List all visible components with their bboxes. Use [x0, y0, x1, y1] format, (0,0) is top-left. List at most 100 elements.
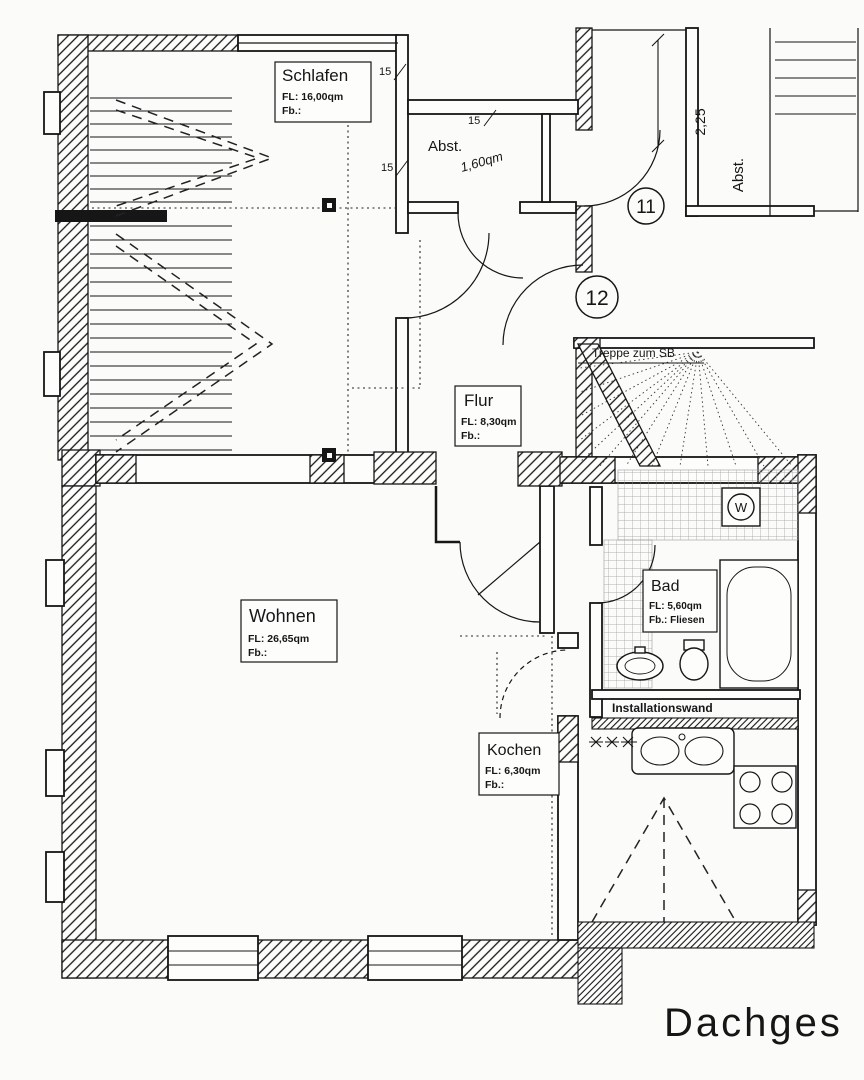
unit-circle: [575, 275, 619, 319]
washing-machine-label: W: [735, 500, 748, 515]
room-floor: Fb.:: [282, 105, 301, 117]
label-box: [240, 599, 338, 663]
room-area: FL: 8,30qm: [461, 416, 516, 428]
bathtub-outer: [719, 559, 799, 689]
room-floor: Fb.:: [461, 430, 480, 442]
window-mullion-lines: [168, 950, 462, 966]
wall-bottom-wohnen: [61, 939, 581, 979]
wall-abst-top: [407, 99, 579, 115]
wall-right-hatch-top: [797, 454, 817, 514]
column-square-core: [327, 203, 332, 208]
band-bottom-right: [577, 921, 815, 949]
column-marker-2: [322, 448, 336, 462]
room-label-abst-stairwell: Abst.: [730, 158, 747, 192]
dimension-line: [651, 33, 665, 153]
door-arc-schlafen: [403, 232, 490, 319]
window-bottom-1: [167, 935, 259, 981]
dimension-15-a: 15: [379, 66, 391, 78]
room-name: Flur: [464, 391, 494, 410]
sink-basin-inner: [624, 657, 656, 675]
wall-stairwell-left-upper: [575, 27, 593, 131]
door-arc-wohnen: [459, 541, 541, 623]
room-label-flur: Flur FL: 8,30qm Fb.:: [454, 385, 522, 447]
window-left-upper-1: [43, 91, 61, 135]
stove-burner: [739, 803, 761, 825]
room-area: FL: 6,30qm: [485, 765, 540, 777]
construction-lines: [238, 28, 859, 216]
stove: [733, 765, 797, 829]
label-box: [454, 385, 522, 447]
room-name: Abst.: [428, 138, 462, 155]
label-box: [642, 569, 718, 633]
window-left-wohnen-3: [45, 851, 65, 903]
stair-cut-band: [576, 343, 662, 467]
plan-title: Dachges: [664, 1001, 843, 1045]
bad-tile-area-top: [617, 469, 799, 541]
room-label-wohnen: Wohnen FL: 26,65qm Fb.:: [240, 599, 338, 663]
wall-bad-left-lower: [589, 602, 603, 718]
unit-number-text: 11: [636, 197, 656, 218]
wall-pier-bad-left: [559, 456, 616, 484]
column-square-core: [327, 453, 332, 458]
door-arc-abst: [457, 212, 524, 279]
stove-body: [733, 765, 797, 829]
bathtub-inner: [726, 566, 792, 682]
room-name: Wohnen: [249, 606, 316, 626]
unit-number-text: 12: [585, 287, 608, 310]
unit-number-12: 12: [575, 275, 619, 319]
dimension-text: 2,25: [692, 108, 708, 135]
wall-bad-bottom: [591, 689, 801, 700]
stair-label: Treppe zum SB: [592, 346, 675, 360]
dimension-15-b: 15: [468, 115, 480, 127]
wall-pier-a: [95, 454, 137, 484]
kitchen-faucet: [678, 733, 686, 741]
door-arc-bad: [596, 544, 656, 604]
wall-schlafen-right-upper: [395, 34, 409, 234]
room-area: FL: 16,00qm: [282, 91, 343, 103]
label-box: [478, 732, 560, 796]
wall-left-schlafen: [57, 34, 89, 461]
window-left-wohnen-2: [45, 749, 65, 797]
window-left-wohnen-1: [45, 559, 65, 607]
window-bottom-2: [367, 935, 463, 981]
beam-bar: [55, 210, 167, 222]
wall-abst-shaft: [541, 113, 551, 203]
stair-treads-top-right: [775, 41, 856, 115]
dimension-15-c: 15: [381, 162, 393, 174]
wall-jog-wohnen-door: [434, 486, 460, 544]
room-label-bad: Bad FL: 5,60qm Fb.: Fliesen: [642, 569, 718, 633]
sink-tap: [634, 646, 646, 654]
stove-burner: [771, 803, 793, 825]
wall-pier-c: [373, 451, 437, 485]
installation-wall-label: Installationswand: [612, 701, 713, 715]
bathroom-sink: [616, 646, 664, 681]
band-bottom-right-strip: [577, 947, 623, 1005]
wall-right-hatch-bottom: [797, 889, 817, 926]
room-floor: Fb.:: [485, 779, 504, 791]
wall-middle-band: [95, 454, 401, 484]
wall-pier-d: [517, 451, 563, 487]
kitchen-roof-slope-dashed: [591, 796, 737, 923]
dimension-ticks-15: [393, 63, 497, 177]
wall-bad-left-upper: [589, 486, 603, 546]
kitchen-sink-bowl-left: [640, 736, 680, 766]
dimension-2-25: 2,25: [651, 33, 708, 153]
label-box: [274, 61, 372, 123]
wall-abst-bottom-right: [519, 201, 577, 214]
kitchen-sink-unit: [631, 727, 735, 775]
stove-burner: [771, 771, 793, 793]
room-name: Schlafen: [282, 66, 348, 85]
roof-board-lines: [90, 97, 232, 451]
bathtub: [719, 559, 799, 689]
door-leaf-wohnen: [477, 541, 541, 596]
room-label-kochen: Kochen FL: 6,30qm Fb.:: [478, 732, 560, 796]
wall-abst-bottom-left: [407, 201, 459, 214]
toilet: [679, 639, 709, 681]
column-marker-1: [322, 198, 336, 212]
door-arc-kochen: [499, 649, 569, 719]
sink-basin: [616, 651, 664, 681]
room-floor: Fb.: Fliesen: [649, 615, 705, 626]
kitchen-sink-bowl-right: [684, 736, 724, 766]
